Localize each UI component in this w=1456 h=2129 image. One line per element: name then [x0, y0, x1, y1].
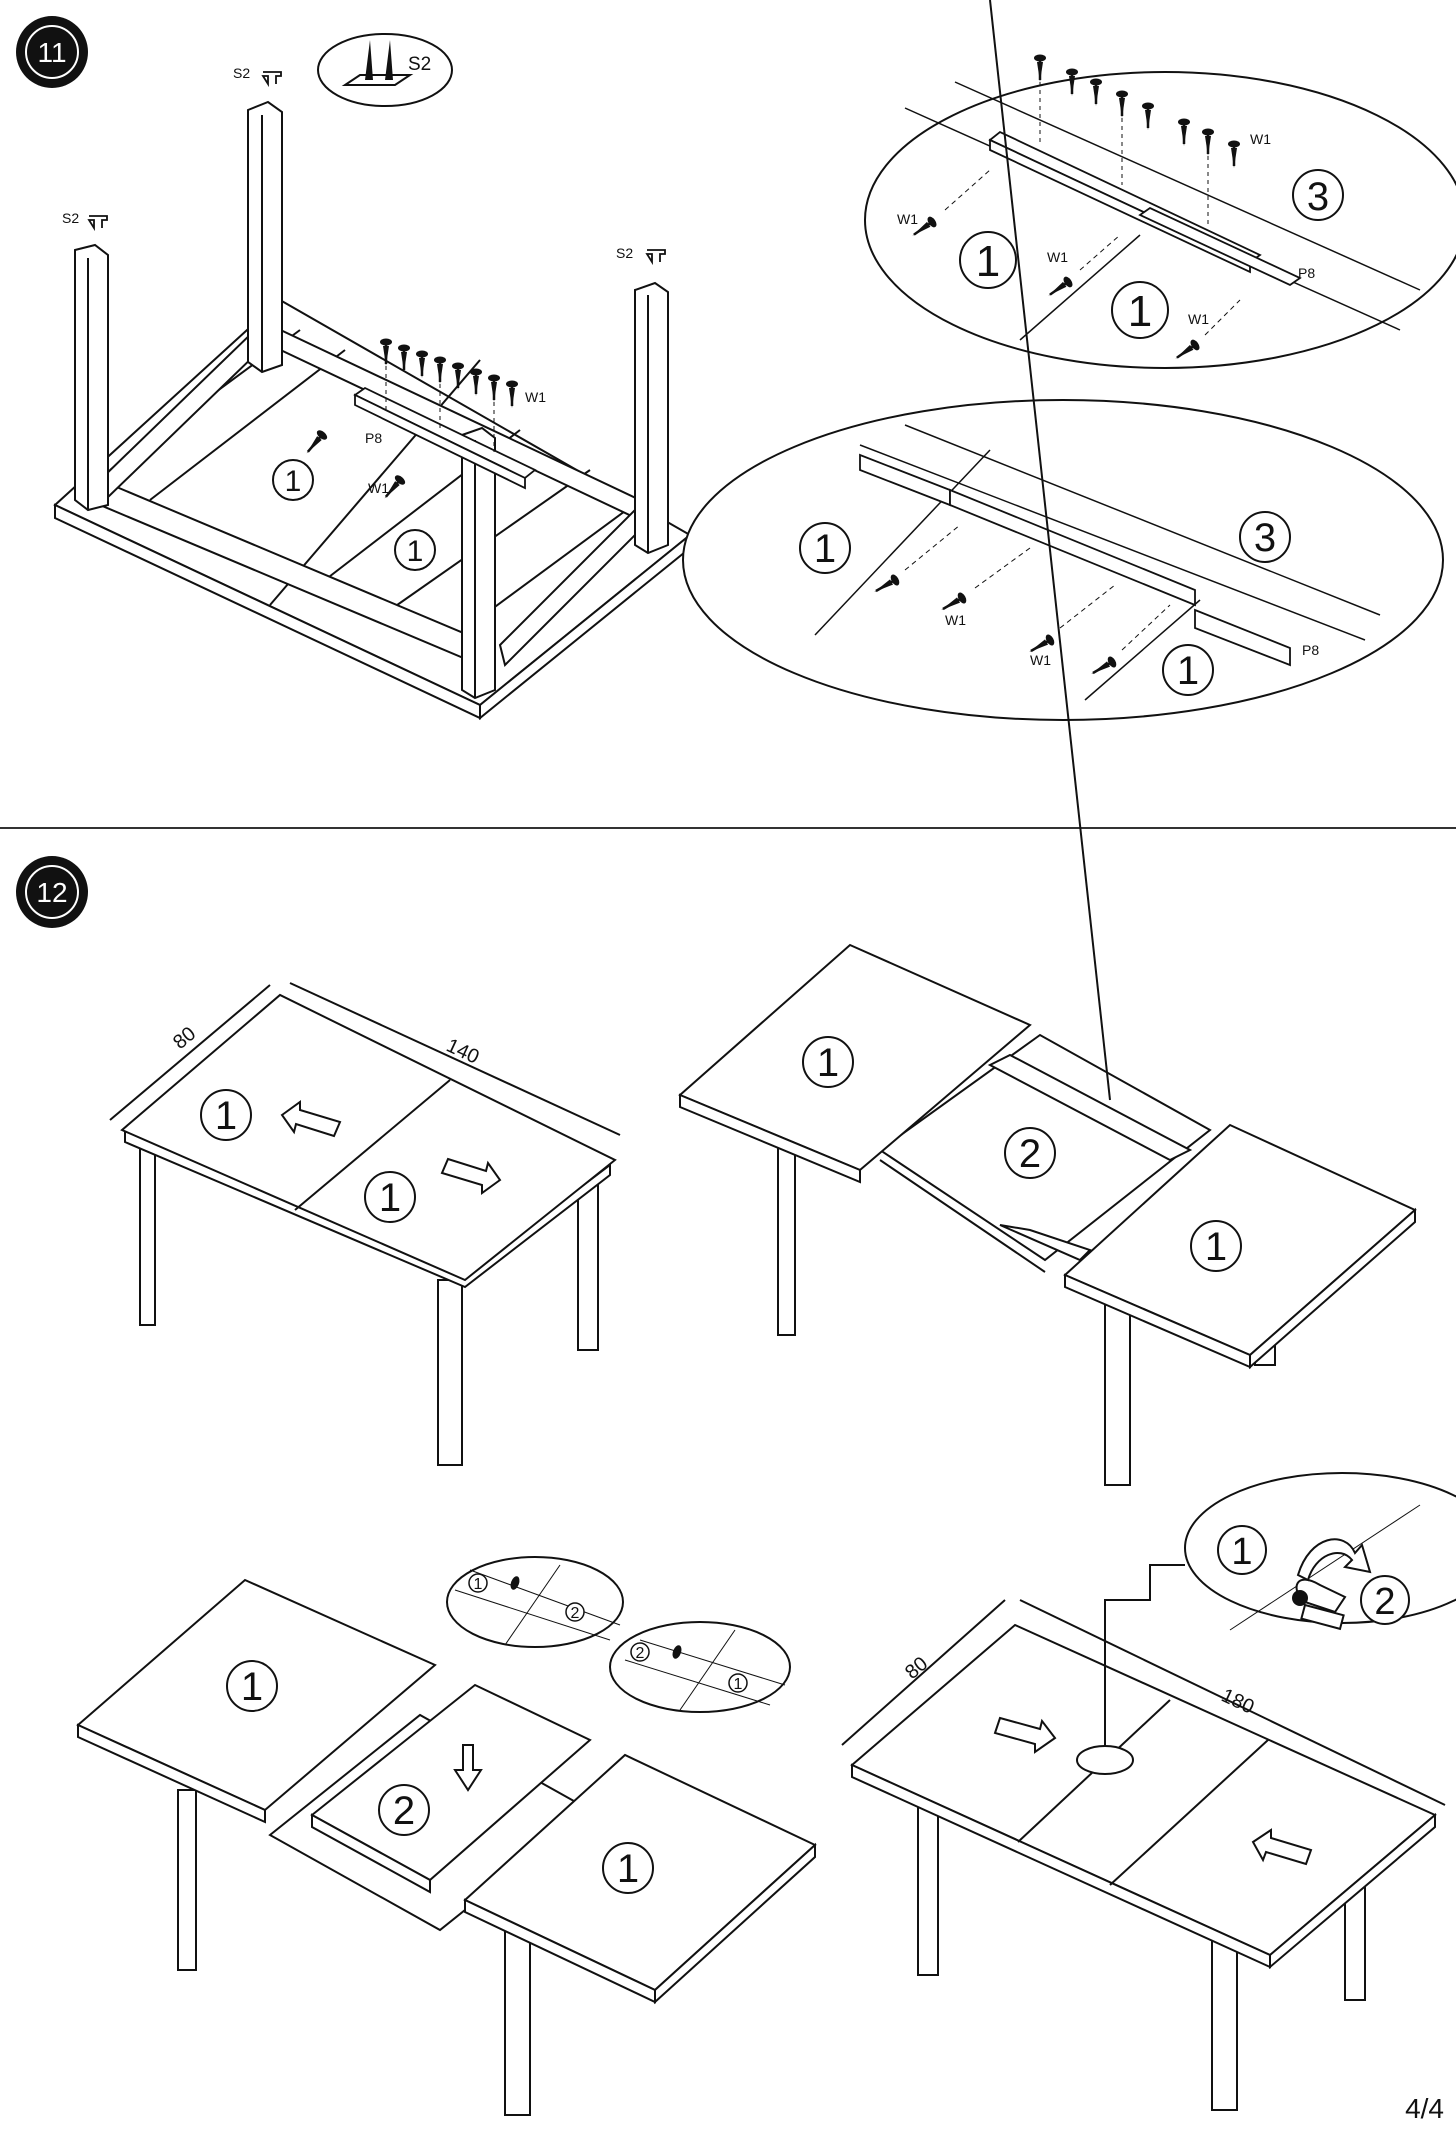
svg-text:2: 2: [636, 1645, 645, 1662]
s2-label-back-left: S2: [233, 65, 250, 81]
w1-label-detail-top-c: W1: [1047, 249, 1068, 265]
lock-location-marker: [1076, 1745, 1134, 1775]
table-rail-bracket: [353, 386, 537, 490]
part-3-marker-detail-bottom: 3: [1254, 516, 1276, 560]
s2-detail: S2: [317, 33, 453, 107]
pin-detail-b: 2 1: [609, 1621, 791, 1713]
part-3-marker-detail-top: 3: [1307, 175, 1329, 219]
page-number: 4/4: [1405, 2093, 1444, 2124]
w1-label-detail-top-b: W1: [897, 211, 918, 227]
table-screws: [300, 337, 520, 504]
s2-detail-label: S2: [408, 54, 431, 75]
w1-label-table: W1: [525, 389, 546, 405]
part-1-marker-detail-top-a: 1: [976, 237, 1000, 286]
w1-label-detail-bottom-b: W1: [1030, 652, 1051, 668]
arrow-push-left-icon: [1251, 1828, 1313, 1866]
w1-label-table-2: W1: [368, 480, 389, 496]
part-1-marker-detail-bottom-b: 1: [1177, 649, 1199, 693]
part-1-marker-closed-a: 1: [215, 1094, 237, 1138]
part-1-marker-open-b: 1: [1205, 1225, 1227, 1269]
part-1-marker-detail-top-b: 1: [1128, 287, 1152, 336]
arrow-down-icon: [453, 1744, 483, 1792]
part-1-marker-open-a: 1: [817, 1041, 839, 1085]
svg-text:1: 1: [407, 535, 424, 568]
dimension-length-closed: 140: [443, 1035, 483, 1069]
table-closed: 80 140 1 1: [109, 982, 621, 1466]
lock-position-1: 1: [1231, 1531, 1252, 1573]
w1-label-detail-bottom-a: W1: [945, 612, 966, 628]
lock-detail: 1 2: [1184, 1472, 1456, 1631]
part-1-marker-closed-b: 1: [379, 1176, 401, 1220]
part-2-marker-insert: 2: [393, 1789, 415, 1833]
svg-text:1: 1: [285, 465, 302, 498]
detail-oval-top: W1 W1 W1 W1 P8 1 1 3: [864, 53, 1456, 369]
table-pulled-apart: 1 2 1: [678, 0, 1417, 1486]
part-2-marker-open: 2: [1019, 1132, 1041, 1176]
s2-label-right: S2: [616, 245, 633, 261]
arrow-pull-left-icon: [280, 1100, 342, 1138]
part-1-marker-table-a: 1: [272, 459, 314, 501]
arrow-push-right-icon: [993, 1716, 1057, 1754]
w1-label-detail-top-a: W1: [1250, 131, 1271, 147]
dimension-width-closed: 80: [169, 1023, 200, 1054]
s2-label-front-left: S2: [62, 210, 79, 226]
pin-detail-a: 1 2: [446, 1556, 624, 1648]
svg-text:1: 1: [474, 1576, 483, 1593]
rotate-arrow-icon: [1296, 1538, 1372, 1582]
step-11-number: 11: [37, 37, 66, 68]
detail-oval-bottom: W1 W1 P8 1 1 3: [682, 399, 1444, 721]
p8-label-detail-top: P8: [1298, 265, 1315, 281]
part-1-marker-insert-b: 1: [617, 1847, 639, 1891]
table-extended: 80 180 1 2: [841, 1472, 1456, 2111]
svg-text:1: 1: [734, 1676, 743, 1693]
w1-label-detail-top-d: W1: [1188, 311, 1209, 327]
table-upside-down: [53, 100, 692, 721]
arrow-pull-right-icon: [440, 1157, 502, 1195]
svg-text:2: 2: [571, 1605, 580, 1622]
p8-label-detail-bottom: P8: [1302, 642, 1319, 658]
p8-label-table: P8: [365, 430, 382, 446]
lock-position-2: 2: [1374, 1581, 1395, 1623]
part-1-marker-table-b: 1: [394, 529, 436, 571]
dimension-width-extended: 80: [901, 1653, 932, 1684]
table-inserting-leaf: 1 2 1 1 2: [76, 1556, 817, 2116]
part-1-marker-insert-a: 1: [241, 1665, 263, 1709]
step-12-number: 12: [36, 877, 67, 908]
dimension-length-extended: 180: [1218, 1685, 1258, 1719]
step-11: 11 S2 S2 S2 S2: [16, 16, 1456, 721]
part-1-marker-detail-bottom-a: 1: [814, 527, 836, 571]
